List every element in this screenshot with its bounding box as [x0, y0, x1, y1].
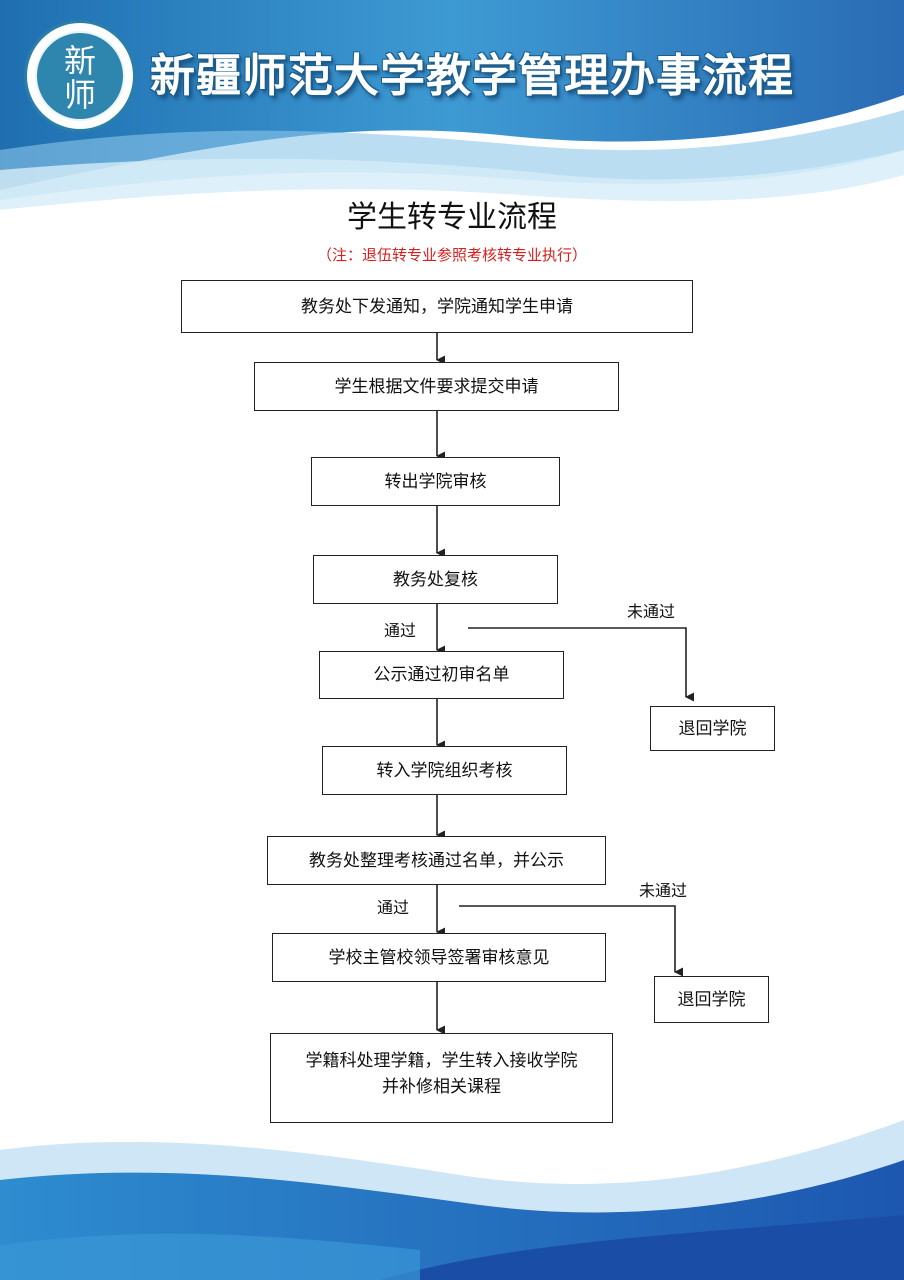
arrow-fail-2 — [459, 905, 683, 977]
logo-char-1: 新 — [63, 42, 96, 80]
step-registry-line-1: 学籍科处理学籍，学生转入接收学院 — [305, 1051, 578, 1071]
step-publish-initial: 公示通过初审名单 — [319, 651, 564, 699]
step-leader-approval-label: 学校主管校领导签署审核意见 — [328, 947, 550, 968]
step-notify-label: 教务处下发通知，学院通知学生申请 — [301, 296, 573, 317]
arrow-fail-1 — [468, 627, 694, 702]
step-registry: 学籍科处理学籍，学生转入接收学院 并补修相关课程 — [270, 1033, 613, 1123]
university-logo: 新 师 — [24, 20, 136, 132]
step-registry-label: 学籍科处理学籍，学生转入接收学院 并补修相关课程 — [306, 1048, 578, 1100]
step-compile-list: 教务处整理考核通过名单，并公示 — [267, 836, 606, 885]
reject-box-2-label: 退回学院 — [677, 989, 746, 1010]
step-outgoing-review-label: 转出学院审核 — [384, 471, 487, 492]
note-text: （注：退伍转专业参照考核转专业执行） — [316, 246, 587, 264]
step-incoming-exam-label: 转入学院组织考核 — [376, 760, 513, 781]
reject-box-2: 退回学院 — [654, 976, 769, 1023]
banner-title: 新疆师范大学教学管理办事流程 — [150, 49, 795, 102]
pass-label-1: 通过 — [384, 621, 417, 640]
fail-label-1: 未通过 — [627, 602, 676, 621]
page-title: 学生转专业流程 — [347, 200, 557, 235]
step-outgoing-review: 转出学院审核 — [311, 457, 560, 506]
step-registry-line-2: 并补修相关课程 — [382, 1077, 501, 1097]
step-submit-label: 学生根据文件要求提交申请 — [334, 376, 539, 397]
logo-char-2: 师 — [63, 76, 96, 114]
reject-box-1-label: 退回学院 — [678, 718, 747, 739]
logo-seal: 新 师 — [35, 31, 125, 121]
step-recheck-label: 教务处复核 — [393, 569, 478, 590]
step-submit: 学生根据文件要求提交申请 — [254, 362, 619, 411]
step-notify: 教务处下发通知，学院通知学生申请 — [181, 280, 693, 333]
step-publish-initial-label: 公示通过初审名单 — [373, 665, 510, 685]
reject-box-1: 退回学院 — [650, 706, 775, 751]
step-recheck: 教务处复核 — [313, 555, 558, 604]
fail-label-2: 未通过 — [639, 881, 688, 900]
step-leader-approval: 学校主管校领导签署审核意见 — [272, 933, 606, 982]
step-incoming-exam: 转入学院组织考核 — [322, 746, 567, 795]
step-compile-list-label: 教务处整理考核通过名单，并公示 — [309, 850, 564, 871]
pass-label-2: 通过 — [377, 898, 410, 917]
